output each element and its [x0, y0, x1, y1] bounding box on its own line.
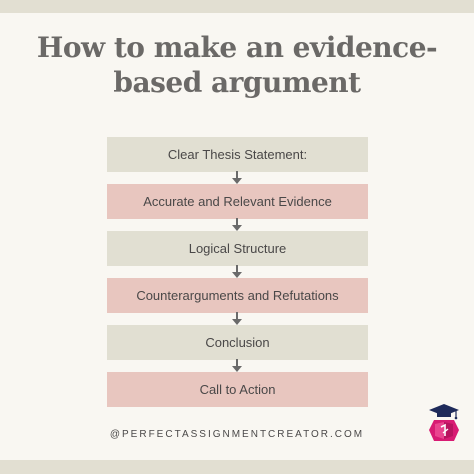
- step-structure: Logical Structure: [107, 231, 368, 266]
- down-arrow-icon: [107, 359, 368, 372]
- down-arrow-icon: [107, 312, 368, 325]
- step-thesis: Clear Thesis Statement:: [107, 137, 368, 172]
- down-arrow-icon: [107, 171, 368, 184]
- page-title: How to make an evidence- based argument: [20, 30, 454, 100]
- title-line-2: based argument: [113, 66, 361, 99]
- top-band: [0, 0, 474, 13]
- title-line-1: How to make an evidence-: [36, 31, 438, 64]
- step-conclusion: Conclusion: [107, 325, 368, 360]
- step-evidence: Accurate and Relevant Evidence: [107, 184, 368, 219]
- step-counterarguments: Counterarguments and Refutations: [107, 278, 368, 313]
- step-call-to-action: Call to Action: [107, 372, 368, 407]
- flowchart: Clear Thesis Statement: Accurate and Rel…: [107, 137, 368, 407]
- bottom-band: [0, 460, 474, 474]
- down-arrow-icon: [107, 265, 368, 278]
- footer-handle: @PERFECTASSIGNMENTCREATOR.COM: [109, 429, 365, 440]
- down-arrow-icon: [107, 218, 368, 231]
- graduation-cap-book-logo-icon: [427, 403, 461, 443]
